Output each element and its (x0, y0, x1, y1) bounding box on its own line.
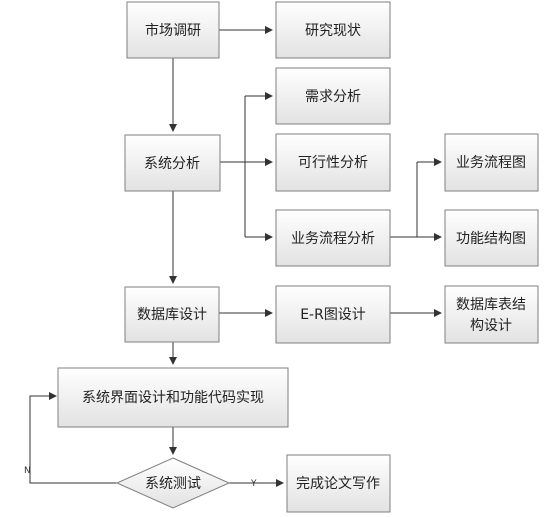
node-system-analysis: 系统分析 (124, 134, 221, 192)
node-business-process-analysis-label: 业务流程分析 (291, 231, 375, 247)
node-db-table-design: 数据库表结 构设计 (444, 285, 539, 344)
node-feasibility-analysis-label: 可行性分析 (298, 155, 368, 171)
node-er-design-label: E-R图设计 (300, 307, 366, 323)
node-market-research-label: 市场调研 (145, 22, 201, 39)
edge-test-loop-back (29, 392, 117, 484)
node-research-status: 研究现状 (275, 1, 391, 59)
node-thesis-writing: 完成论文写作 (286, 454, 391, 513)
node-database-design: 数据库设计 (124, 286, 220, 343)
node-business-flowchart-label: 业务流程图 (456, 155, 526, 171)
node-db-table-design-line2: 构设计 (470, 318, 512, 334)
node-system-analysis-label: 系统分析 (144, 156, 200, 172)
node-db-table-design-line1: 数据库表结 (456, 297, 526, 313)
node-research-status-label: 研究现状 (305, 23, 361, 39)
node-market-research: 市场调研 (126, 1, 220, 59)
node-system-test: 系统测试 (115, 457, 231, 509)
node-function-structure: 功能结构图 (444, 209, 539, 267)
node-feasibility-analysis: 可行性分析 (275, 133, 391, 192)
node-ui-and-code: 系统界面设计和功能代码实现 (57, 367, 289, 428)
node-business-flowchart: 业务流程图 (444, 133, 539, 192)
connectors (29, 26, 442, 487)
node-function-structure-label: 功能结构图 (456, 231, 526, 247)
node-requirements-analysis: 需求分析 (275, 67, 391, 125)
edge-label-yes: Y (250, 479, 257, 489)
node-business-process-analysis: 业务流程分析 (275, 209, 391, 267)
node-system-test-label: 系统测试 (145, 476, 201, 492)
node-thesis-writing-label: 完成论文写作 (296, 476, 380, 492)
edge-label-no: N (24, 466, 31, 476)
node-er-design: E-R图设计 (275, 285, 391, 344)
node-ui-and-code-label: 系统界面设计和功能代码实现 (82, 390, 264, 406)
node-requirements-analysis-label: 需求分析 (305, 89, 361, 105)
node-database-design-label: 数据库设计 (137, 307, 207, 323)
